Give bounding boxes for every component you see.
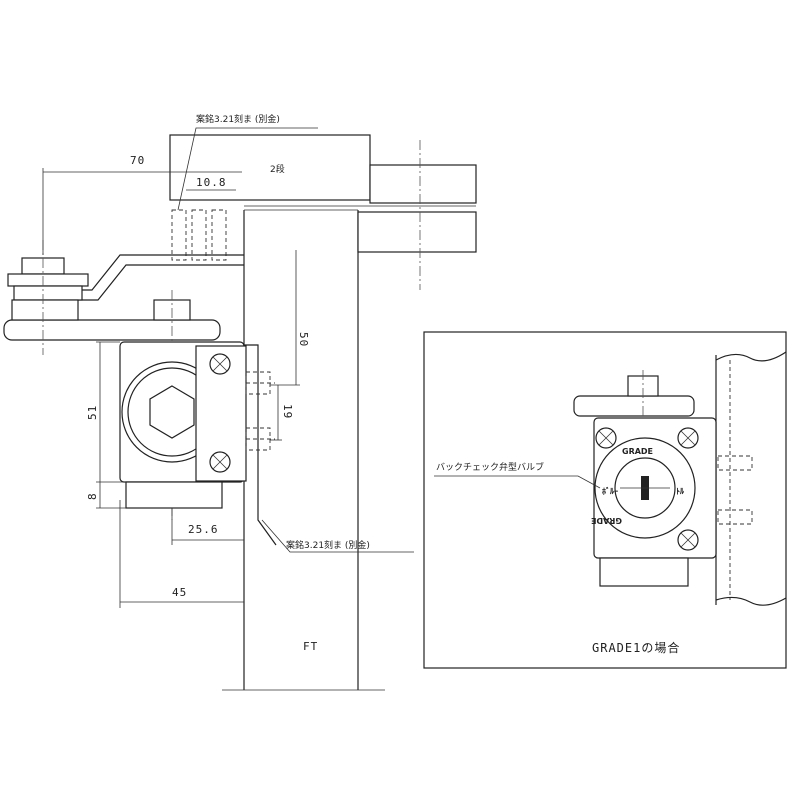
dial-top-text: GRADE	[622, 447, 653, 456]
inset-caption: GRADE1の場合	[592, 640, 680, 655]
side-hole-note: 案銘3.21刻ま (別金)	[286, 539, 370, 551]
dial-bottom-text: GRADE	[591, 516, 622, 525]
dial-right-text: ﾄﾙ	[676, 487, 685, 496]
dim-8: 8	[86, 492, 99, 500]
inset-screw-tl-b	[598, 430, 614, 446]
grade-dial-outer	[594, 437, 696, 539]
mounting-plate	[3, 319, 221, 341]
screw-slot-top-b	[212, 356, 228, 372]
anchor-bolt-1	[171, 209, 187, 261]
valve-callout: バックチェック弁型バルブ	[436, 461, 544, 473]
washer-1	[7, 273, 89, 287]
inset-screw-br-b	[680, 532, 696, 548]
dim-50: 50	[297, 332, 310, 347]
dial-left-text: ﾎﾞﾙｰ	[602, 486, 618, 496]
top-note-leader	[177, 127, 318, 211]
slab-extension-bottom	[357, 211, 477, 253]
inset-screw-tr-b	[680, 430, 696, 446]
dim-10-8: 10.8	[196, 176, 227, 189]
wall-plate	[244, 344, 277, 546]
inset-view: GRADE GRADE ﾎﾞﾙｰ ﾄﾙ バックチェック弁型バルブ GRADE1の…	[423, 331, 787, 669]
nut-lower	[11, 299, 79, 321]
hex-socket	[149, 385, 195, 439]
dim-45: 45	[172, 586, 187, 599]
dim-19: 19	[281, 404, 294, 419]
valve-callout-leader	[434, 475, 601, 489]
grade-dial-inner	[614, 457, 676, 519]
inset-valve-base	[599, 557, 689, 587]
inset-arm	[573, 395, 695, 417]
main-view: 70 10.8 案銘3.21刻ま (別金) 2段 50 19 51 8 25.6…	[3, 113, 477, 691]
nut-middle	[13, 285, 83, 301]
wall-break-bottom	[715, 596, 787, 606]
dim-25-6: 25.6	[188, 523, 219, 536]
screw-slot-bottom-b	[212, 454, 228, 470]
valve-base	[125, 481, 223, 509]
top-hole-note: 案銘3.21刻ま (別金)	[196, 113, 280, 125]
anchor-bolt-3	[211, 209, 227, 261]
inset-frame	[423, 331, 787, 669]
floor-label: FT	[303, 640, 318, 653]
slab-label: 2段	[270, 163, 285, 175]
anchor-bolt-2	[191, 209, 207, 261]
upper-slab	[169, 134, 371, 201]
slab-extension-top	[369, 164, 477, 204]
side-note-leader	[261, 519, 414, 553]
inset-anchor-2	[717, 509, 753, 525]
inset-anchor-1	[717, 455, 753, 471]
wall-break-top	[715, 351, 787, 362]
dim-51: 51	[86, 405, 99, 420]
dim-70: 70	[130, 154, 145, 167]
